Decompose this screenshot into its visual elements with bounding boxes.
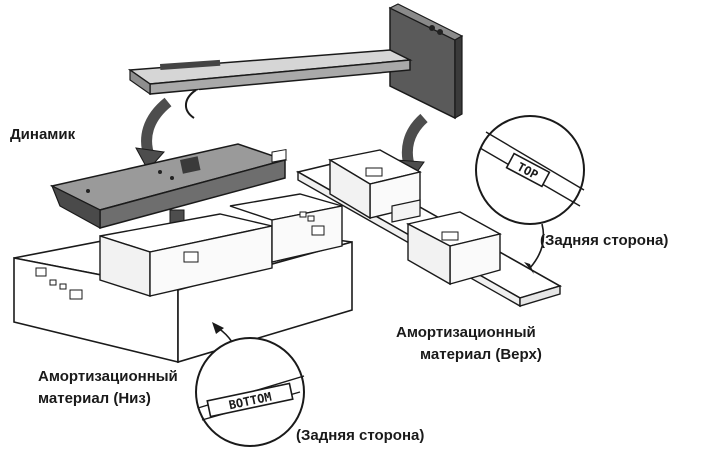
top-stamp-magnifier: TOP	[475, 115, 585, 274]
bottom-cushion	[13, 148, 353, 364]
back-side-label-top: (Задняя сторона)	[540, 232, 669, 249]
top-cushion	[295, 149, 563, 308]
bottom-cushion-label-line2: материал (Низ)	[38, 390, 151, 407]
arrow-to-speaker	[135, 97, 172, 171]
top-cushion-label-line2: материал (Верх)	[420, 346, 542, 363]
wall-bracket	[127, 3, 464, 120]
back-side-label-bottom: (Задняя сторона)	[296, 427, 425, 444]
bottom-cushion-label-line1: Амортизационный	[38, 368, 178, 385]
bottom-stamp-magnifier: BOTTOM	[195, 322, 305, 447]
speaker-label: Динамик	[10, 126, 76, 143]
speaker-unit	[49, 143, 288, 230]
top-cushion-label-line1: Амортизационный	[396, 324, 536, 341]
